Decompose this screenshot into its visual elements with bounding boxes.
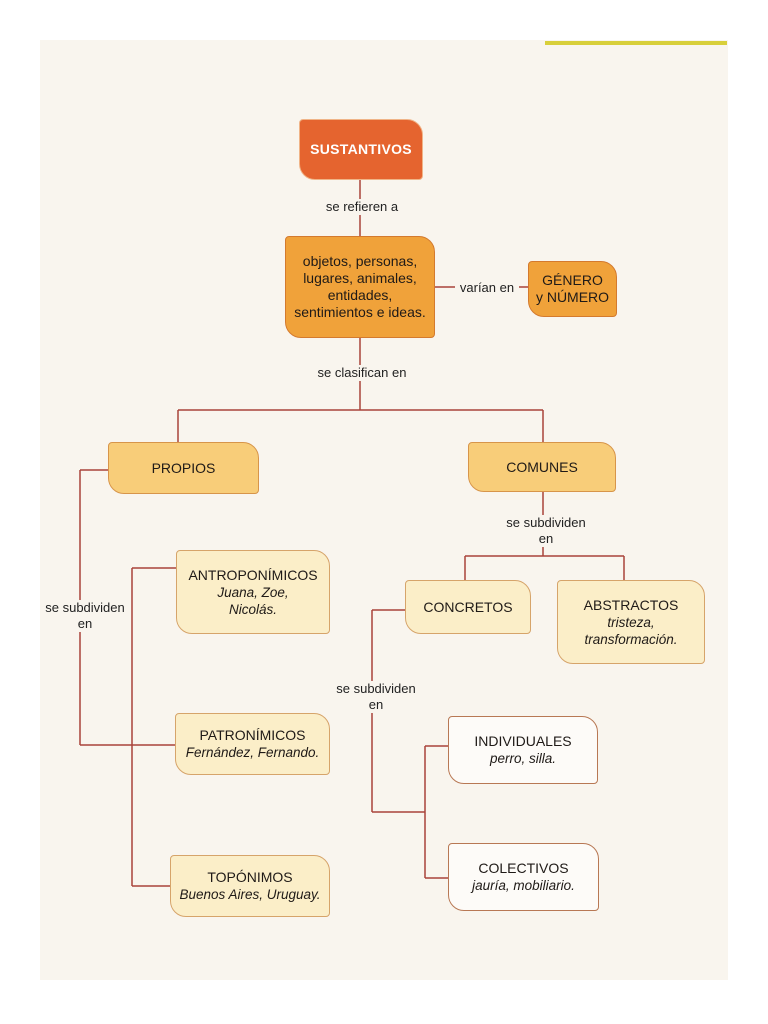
label-comunes-subdividen-line2: en bbox=[538, 531, 554, 546]
label-concretos-subdividen: se subdividen en bbox=[331, 681, 421, 713]
node-genero-numero: GÉNERO y NÚMERO bbox=[528, 261, 617, 317]
node-colectivos-title: COLECTIVOS bbox=[478, 860, 569, 876]
node-patronimicos: PATRONÍMICOS Fernández, Fernando. bbox=[175, 713, 330, 775]
label-se-refieren-a: se refieren a bbox=[318, 199, 406, 215]
node-antroponimicos-example-2: Nicolás. bbox=[228, 601, 277, 617]
node-colectivos: COLECTIVOS jauría, mobiliario. bbox=[448, 843, 599, 911]
node-abstractos-example-2: transformación. bbox=[584, 631, 678, 647]
label-comunes-subdividen: se subdividen en bbox=[503, 515, 589, 547]
node-concretos: CONCRETOS bbox=[405, 580, 531, 634]
label-comunes-subdividen-line1: se subdividen bbox=[506, 515, 586, 530]
node-concretos-label: CONCRETOS bbox=[423, 598, 513, 615]
node-abstractos: ABSTRACTOS tristeza, transformación. bbox=[557, 580, 705, 664]
node-individuales-example: perro, silla. bbox=[489, 751, 557, 766]
node-toponimos-example: Buenos Aires, Uruguay. bbox=[179, 887, 321, 902]
label-concretos-subdividen-line1: se subdividen bbox=[336, 681, 416, 696]
node-referentes: objetos, personas, lugares, animales, en… bbox=[285, 236, 435, 338]
node-abstractos-example-1: tristeza, bbox=[607, 614, 655, 630]
label-concretos-subdividen-line2: en bbox=[368, 697, 384, 712]
node-sustantivos: SUSTANTIVOS bbox=[299, 119, 423, 180]
node-referentes-label: objetos, personas, lugares, animales, en… bbox=[294, 253, 426, 320]
node-toponimos-title: TOPÓNIMOS bbox=[207, 869, 293, 885]
node-sustantivos-label: SUSTANTIVOS bbox=[310, 141, 412, 157]
node-comunes: COMUNES bbox=[468, 442, 616, 492]
node-antroponimicos-title: ANTROPONÍMICOS bbox=[188, 566, 318, 583]
node-individuales: INDIVIDUALES perro, silla. bbox=[448, 716, 598, 784]
header-rule bbox=[545, 41, 727, 45]
label-propios-subdividen-line2: en bbox=[77, 616, 93, 631]
label-varian-en-text: varían en bbox=[459, 280, 515, 295]
label-se-clasifican-en: se clasifican en bbox=[308, 365, 416, 381]
node-individuales-title: INDIVIDUALES bbox=[474, 733, 572, 749]
node-genero-line1: GÉNERO bbox=[542, 272, 603, 288]
node-propios-label: PROPIOS bbox=[151, 459, 216, 476]
label-se-clasifican-en-text: se clasifican en bbox=[317, 365, 407, 380]
node-patronimicos-title: PATRONÍMICOS bbox=[199, 727, 306, 743]
node-toponimos: TOPÓNIMOS Buenos Aires, Uruguay. bbox=[170, 855, 330, 917]
node-colectivos-example: jauría, mobiliario. bbox=[472, 878, 575, 893]
page-background bbox=[40, 40, 728, 980]
node-patronimicos-example: Fernández, Fernando. bbox=[185, 745, 320, 760]
label-propios-subdividen-line1: se subdividen bbox=[45, 600, 125, 615]
node-abstractos-title: ABSTRACTOS bbox=[583, 596, 679, 613]
node-antroponimicos: ANTROPONÍMICOS Juana, Zoe, Nicolás. bbox=[176, 550, 330, 634]
node-propios: PROPIOS bbox=[108, 442, 259, 494]
label-varian-en: varían en bbox=[455, 280, 519, 296]
label-propios-subdividen: se subdividen en bbox=[40, 600, 130, 632]
node-antroponimicos-example-1: Juana, Zoe, bbox=[217, 584, 289, 600]
node-genero-line2: y NÚMERO bbox=[535, 289, 610, 305]
label-se-refieren-a-text: se refieren a bbox=[325, 199, 399, 214]
node-comunes-label: COMUNES bbox=[506, 458, 578, 475]
